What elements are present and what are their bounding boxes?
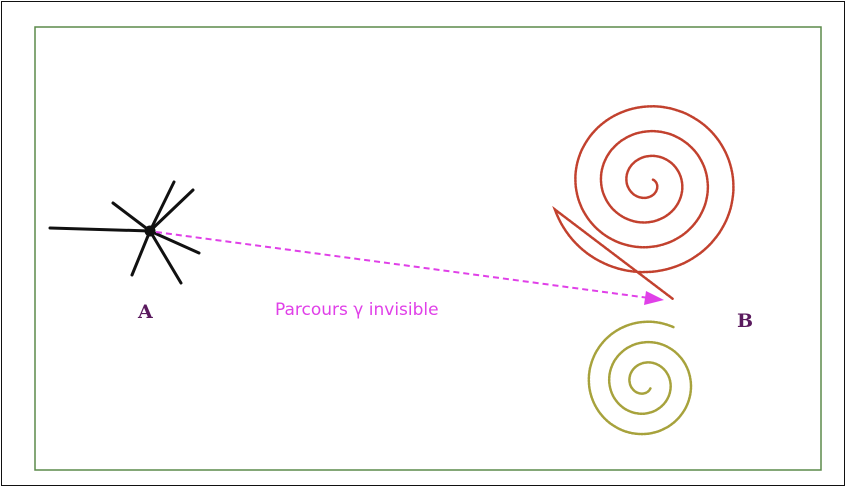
panel-border: [34, 26, 822, 471]
path-label: Parcours γ invisible: [275, 300, 439, 320]
star-ray: [148, 229, 201, 255]
star-ray: [130, 229, 152, 277]
star-ray: [48, 226, 152, 233]
path-arrow-line: [155, 231, 650, 299]
star-ray: [111, 201, 152, 233]
star-ray: [148, 180, 176, 233]
label-b: B: [737, 310, 753, 332]
spiral-top: [552, 105, 735, 301]
star-center: [144, 225, 156, 237]
invisible-path-arrow: [155, 231, 664, 305]
star-ray: [148, 229, 183, 285]
arrowhead: [644, 291, 664, 305]
label-a: A: [137, 301, 153, 323]
star-burst-a: [48, 180, 201, 285]
star-ray: [148, 188, 195, 233]
spiral-bottom: [587, 320, 693, 436]
